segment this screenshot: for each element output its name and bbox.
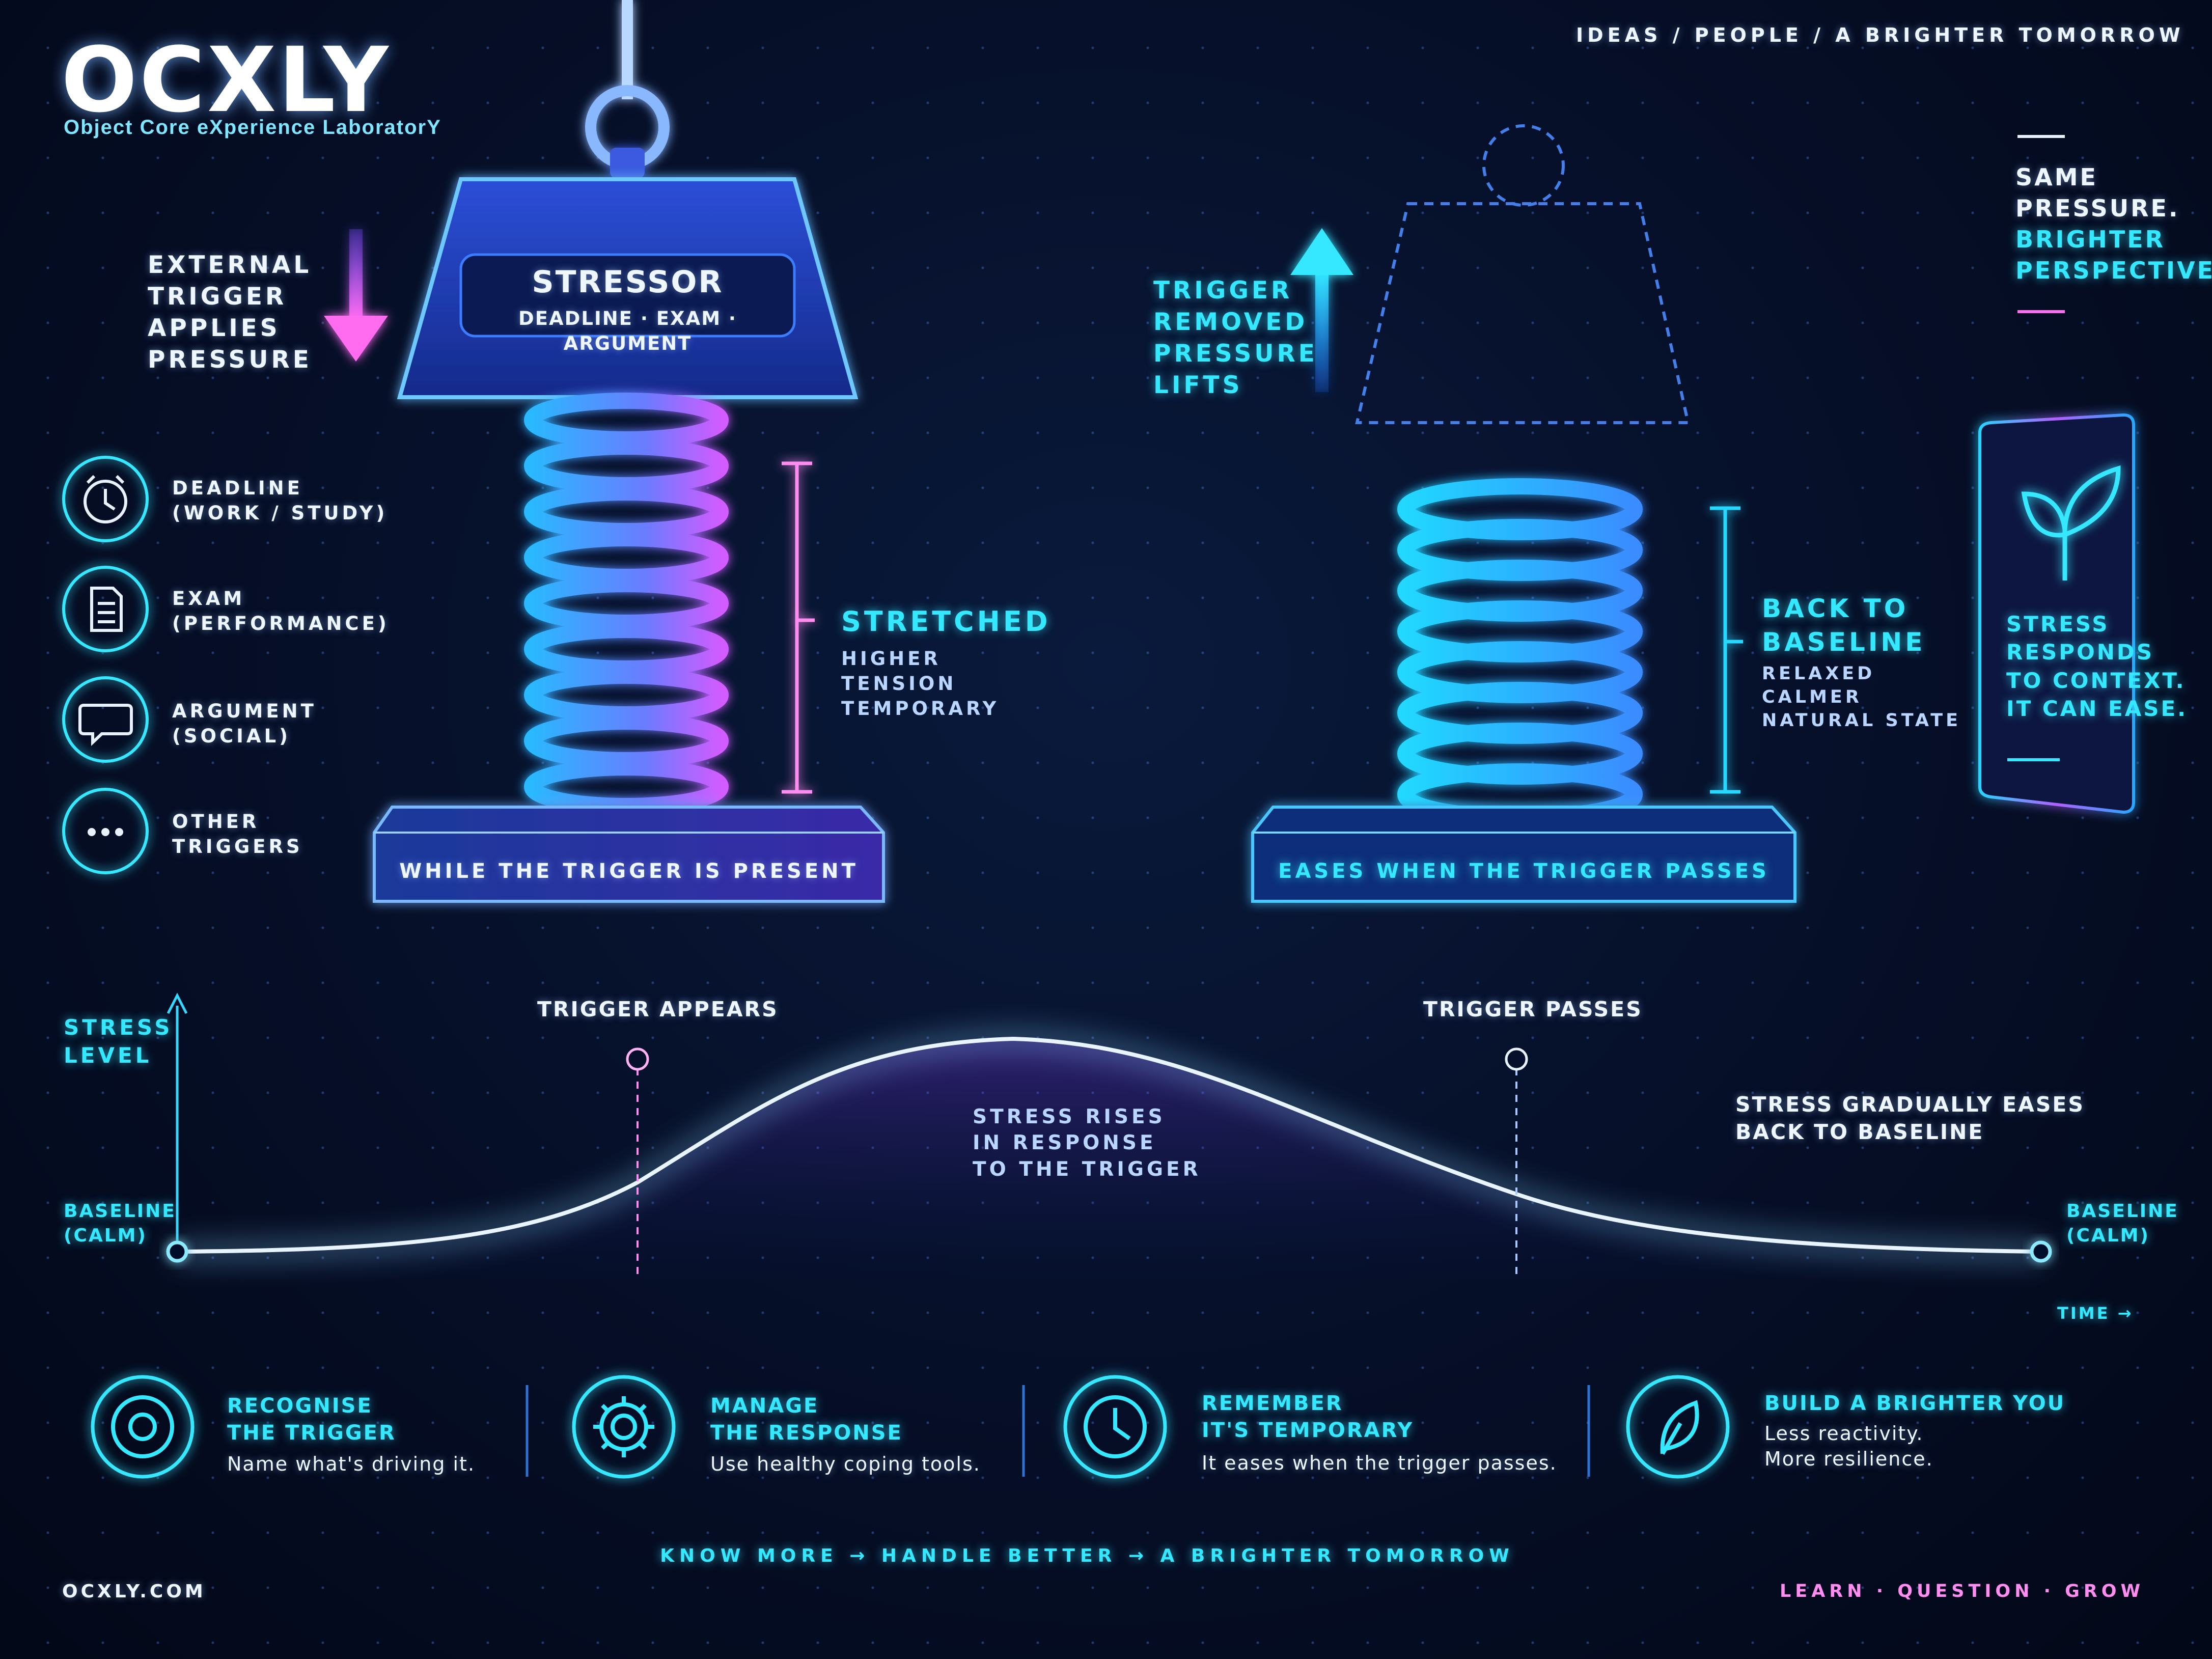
step-remember-desc: It eases when the trigger passes. [1202,1452,1557,1474]
stress-curve [177,1036,2041,1254]
stress-axis-label: STRESS LEVEL [64,1015,173,1068]
brand-logo: OCXLY [61,28,391,132]
baseline-bracket [1710,506,1743,794]
left-base-label: WHILE THE TRIGGER IS PRESENT [399,860,859,883]
step-recognise-desc: Name what's driving it. [227,1453,476,1475]
baseline-marker-left [166,1240,188,1263]
step-manage-desc: Use healthy coping tools. [710,1453,981,1475]
context-card-text: STRESS RESPONDS TO CONTEXT. IT CAN EASE. [2006,612,2188,722]
baseline-marker-right [2030,1240,2052,1263]
clock-icon [84,475,127,523]
stretched-title: STRETCHED [841,605,1051,638]
step-dividers [526,1385,1590,1477]
trigger-exam: EXAM (PERFORMANCE) [172,588,390,634]
speech-bubble-icon [78,704,133,746]
context-card [1978,413,2135,814]
trigger-removed-label: TRIGGER REMOVED PRESSURE LIFTS [1153,276,1318,400]
down-arrow-icon [324,229,388,362]
footer-site-link[interactable]: OCXLY.COM [62,1581,206,1602]
gear-icon [593,1396,654,1457]
stressor-weight [397,177,859,399]
clock-icon [1084,1395,1147,1458]
baseline-label-left: BASELINE (CALM) [64,1201,176,1246]
side-statement-1: SAME PRESSURE. [2015,163,2180,222]
target-icon [111,1395,174,1458]
external-trigger-label: EXTERNAL TRIGGER APPLIES PRESSURE [148,251,312,374]
back-to-baseline-title: BACK TO BASELINE [1762,594,1926,657]
stress-eases-label: STRESS GRADUALLY EASES BACK TO BASELINE [1735,1092,2085,1145]
trigger-other: OTHER TRIGGERS [172,811,303,858]
stressor-subtitle: DEADLINE · EXAM · ARGUMENT [518,308,737,354]
removed-weight-outline [1355,124,1690,424]
top-nav[interactable]: IDEAS / PEOPLE / A BRIGHTER TOMORROW [1576,24,2185,46]
trigger-deadline: DEADLINE (WORK / STUDY) [172,477,388,524]
step-icons [91,1375,1730,1479]
trigger-argument: ARGUMENT (SOCIAL) [172,700,317,747]
stress-graph [64,992,2149,1281]
document-icon [90,587,123,632]
step-build-title: BUILD A BRIGHTER YOU [1764,1392,2066,1415]
hook-icon [585,0,670,178]
trigger-appears-label: TRIGGER APPEARS [537,997,779,1021]
leaf-icon [1660,1400,1699,1455]
relaxed-spring [1397,478,1643,825]
stretched-subtitle: HIGHER TENSION TEMPORARY [841,648,1000,720]
side-statement-2: BRIGHTER PERSPECTIVE. [2015,226,2212,284]
step-build-desc: Less reactivity. More resilience. [1764,1422,1933,1471]
left-base [373,806,885,903]
right-base-label: EASES WHEN THE TRIGGER PASSES [1278,860,1769,883]
time-axis-label: TIME → [2057,1304,2134,1323]
stretched-spring [524,393,729,814]
up-arrow-icon [1290,228,1353,392]
step-recognise-title: RECOGNISE THE TRIGGER [227,1394,396,1445]
trigger-icons [62,456,149,874]
brand-tagline: Object Core eXperience LaboratorY [64,116,441,139]
stretched-bracket [782,461,815,794]
right-base [1251,806,1796,903]
sprout-icon [2021,465,2121,580]
stress-rises-label: STRESS RISES IN RESPONSE TO THE TRIGGER [973,1105,1201,1181]
step-remember-title: REMEMBER IT'S TEMPORARY [1202,1392,1414,1442]
stressor-title: STRESSOR [532,264,724,300]
footer-tagline: KNOW MORE → HANDLE BETTER → A BRIGHTER T… [660,1545,1514,1566]
step-manage-title: MANAGE THE RESPONSE [710,1394,903,1445]
footer-values: LEARN · QUESTION · GROW [1780,1581,2145,1601]
back-to-baseline-subtitle: RELAXED CALMER NATURAL STATE [1762,663,1961,731]
baseline-label-right: BASELINE (CALM) [2066,1201,2179,1246]
more-icon [88,828,123,836]
trigger-passes-label: TRIGGER PASSES [1423,997,1643,1021]
